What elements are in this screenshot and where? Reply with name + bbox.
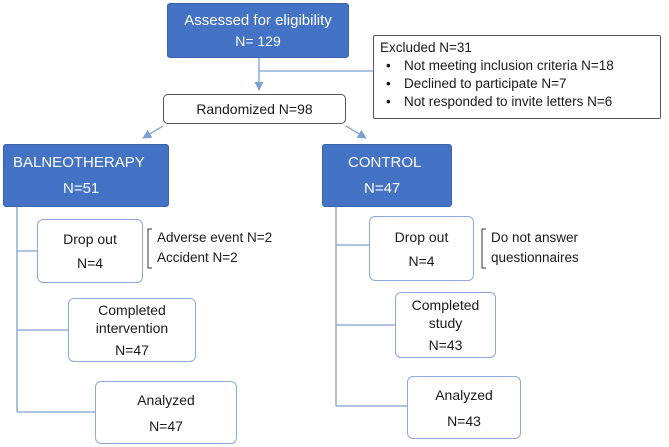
analyzed-title: Analyzed (435, 386, 493, 403)
assessed-box: Assessed for eligibility N= 129 (167, 3, 349, 58)
analyzed-count: N=43 (447, 412, 481, 429)
excluded-reason: Declined to participate N=7 (380, 75, 654, 93)
excluded-title: Excluded N=31 (380, 40, 472, 55)
control-box: CONTROL N=47 (322, 144, 452, 207)
assessed-title: Assessed for eligibility (184, 12, 332, 29)
randomized-box: Randomized N=98 (163, 94, 346, 124)
randomized-label: Randomized N=98 (196, 101, 313, 117)
excluded-reason: Not meeting inclusion criteria N=18 (380, 57, 654, 75)
assessed-count: N= 129 (235, 33, 281, 49)
excluded-box: Excluded N=31 Not meeting inclusion crit… (373, 35, 661, 119)
dropout-title: Drop out (394, 228, 449, 245)
dropout-reason: questionnaires (491, 250, 579, 265)
dropout-count: N=4 (408, 252, 435, 269)
control-analyzed-box: Analyzed N=43 (407, 376, 521, 439)
completed-count: N=43 (428, 337, 463, 353)
balneotherapy-title: BALNEOTHERAPY (13, 154, 145, 171)
dropout-count: N=4 (76, 255, 104, 271)
dropout-title: Drop out (63, 231, 117, 247)
balneotherapy-completed-box: Completed intervention N=47 (68, 298, 196, 362)
dropout-reason: Do not answer (491, 230, 579, 245)
balneotherapy-dropout-box: Drop out N=4 (37, 219, 143, 283)
dropout-reason: Accident N=2 (157, 250, 238, 265)
analyzed-title: Analyzed (137, 391, 195, 408)
excluded-reasons-list: Not meeting inclusion criteria N=18 Decl… (380, 57, 654, 111)
completed-line1: Completed (98, 302, 166, 318)
dropout-reason: Adverse event N=2 (157, 230, 273, 245)
completed-count: N=47 (115, 342, 149, 358)
completed-line1: Completed (411, 297, 480, 313)
analyzed-count: N=47 (149, 417, 183, 434)
control-count: N=47 (364, 180, 401, 197)
control-dropout-box: Drop out N=4 (369, 216, 474, 281)
balneotherapy-analyzed-box: Analyzed N=47 (95, 381, 237, 444)
control-dropout-reasons: Do not answer questionnaires (491, 229, 661, 267)
control-completed-box: Completed study N=43 (395, 292, 496, 358)
excluded-reason: Not responded to invite letters N=6 (380, 93, 654, 111)
completed-line2: intervention (95, 320, 169, 336)
balneotherapy-count: N=51 (63, 180, 100, 197)
balneotherapy-dropout-reasons: Adverse event N=2 Accident N=2 (157, 229, 297, 267)
completed-line2: study (428, 315, 463, 331)
balneotherapy-box: BALNEOTHERAPY N=51 (3, 144, 169, 207)
control-title: CONTROL (348, 154, 422, 171)
